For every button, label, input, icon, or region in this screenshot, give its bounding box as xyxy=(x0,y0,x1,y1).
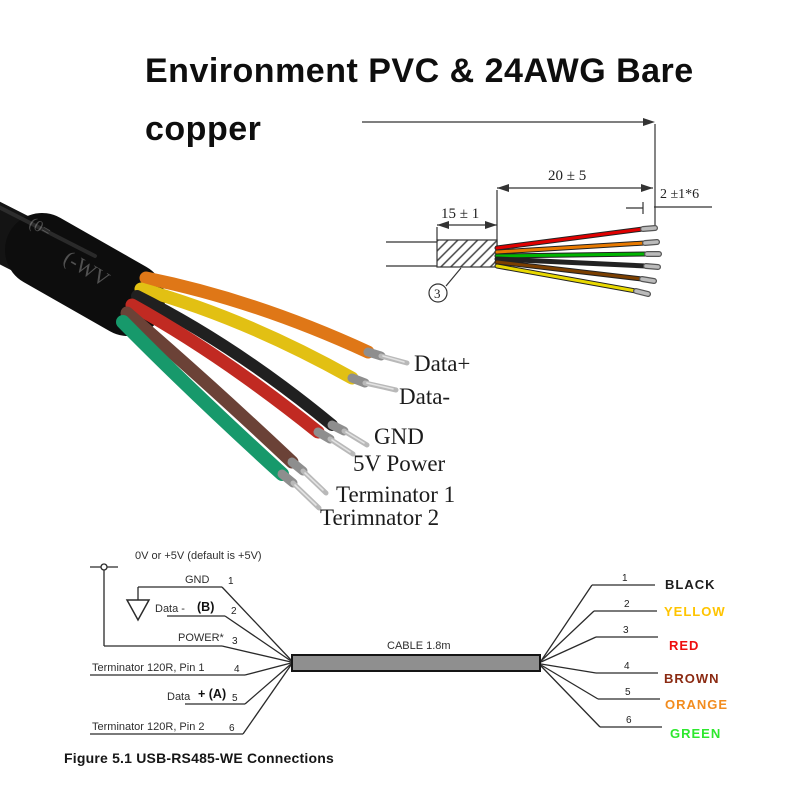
color-name-green: GREEN xyxy=(670,726,722,741)
right-pin-num-6: 6 xyxy=(626,715,632,726)
arrowhead xyxy=(641,184,653,192)
color-name-brown: BROWN xyxy=(664,671,720,686)
left-pin-num-3: 3 xyxy=(232,636,238,647)
dim-strip-label: 20 ± 5 xyxy=(548,168,587,184)
photo-wire-brown xyxy=(120,306,299,469)
left-pin-num-4: 4 xyxy=(234,664,240,675)
right-pin-num-2: 2 xyxy=(624,599,630,610)
left-pin-label-gnd: GND xyxy=(185,574,210,586)
photo-wire-red xyxy=(125,298,325,439)
drawing-wire-green xyxy=(495,252,649,258)
wire-ferrules xyxy=(277,347,410,511)
right-pin-stubs xyxy=(592,584,662,728)
arrowhead xyxy=(485,221,497,229)
wire-label-gnd: GND xyxy=(374,424,424,449)
left-pin-label-data-a-bold: + (A) xyxy=(198,687,227,701)
arrowhead xyxy=(643,118,655,126)
drawing-wire-red xyxy=(495,227,645,250)
photo-wire-orange xyxy=(139,271,375,359)
photo-wire-yellow xyxy=(134,282,359,385)
callout-circle xyxy=(428,283,448,303)
arrowhead xyxy=(437,221,449,229)
connection-schematic xyxy=(90,563,662,735)
cable-sleeve-bulge xyxy=(5,213,165,336)
drawing-wire-yellow xyxy=(495,264,638,293)
wire-label-5v-power: 5V Power xyxy=(353,451,446,476)
left-pin-label-term2: Terminator 120R, Pin 2 xyxy=(92,721,205,733)
drawing-wire-orange xyxy=(495,241,647,254)
left-pin-num-2: 2 xyxy=(231,606,237,617)
arrowhead xyxy=(497,184,509,192)
left-pin-label-data-b: Data - xyxy=(155,603,185,615)
left-pin-num-6: 6 xyxy=(229,723,235,734)
color-name-orange: ORANGE xyxy=(665,697,729,712)
wire-label-terminator1: Terminator 1 xyxy=(336,482,456,507)
drawing-wire-tips xyxy=(633,225,662,297)
dim-jacket-label: 15 ± 1 xyxy=(441,206,480,222)
wire-label-data-plus: Data+ xyxy=(414,351,471,376)
left-pin-label-data-a: Data xyxy=(167,691,191,703)
left-pin-label-term1: Terminator 120R, Pin 1 xyxy=(92,662,205,674)
callout-leader xyxy=(445,267,462,287)
right-pin-num-5: 5 xyxy=(625,687,631,698)
ground-symbol xyxy=(125,599,151,622)
tech-drawing xyxy=(362,118,712,303)
cable-bar xyxy=(291,654,541,672)
right-pin-num-4: 4 xyxy=(624,661,630,672)
cable-photo: (0= (-WV xyxy=(0,201,410,511)
photo-wire-black xyxy=(131,290,338,431)
drawing-wire-black xyxy=(494,256,649,269)
left-pin-label-data-b-bold: (B) xyxy=(197,600,215,614)
sleeve-highlight xyxy=(0,205,97,258)
photo-wire-green xyxy=(116,315,289,481)
cable-length-label: CABLE 1.8m xyxy=(387,640,451,652)
right-pin-num-1: 1 xyxy=(622,573,628,584)
figure-caption: Figure 5.1 USB-RS485-WE Connections xyxy=(64,750,334,766)
drawing-wires xyxy=(494,225,662,297)
wire-label-terminator2: Terimnator 2 xyxy=(320,505,440,530)
left-fan-lines xyxy=(221,586,292,735)
terminal-node xyxy=(100,563,108,571)
right-pin-num-3: 3 xyxy=(623,625,629,636)
color-name-black: BLACK xyxy=(665,577,716,592)
title-line-1: Environment PVC & 24AWG Bare xyxy=(145,52,694,90)
jacket-hatched-section xyxy=(436,239,498,268)
left-pin-num-1: 1 xyxy=(228,576,234,587)
color-name-yellow: YELLOW xyxy=(664,604,726,619)
power-note: 0V or +5V (default is +5V) xyxy=(135,550,262,562)
drawing-wire-brown xyxy=(495,260,644,281)
left-pin-label-power: POWER* xyxy=(178,632,224,644)
left-pin-num-5: 5 xyxy=(232,693,238,704)
wire-label-data-minus: Data- xyxy=(399,384,451,409)
dim-tip-label: 2 ±1*6 xyxy=(660,187,700,202)
color-name-red: RED xyxy=(669,638,700,653)
callout-number: 3 xyxy=(434,286,441,301)
right-fan-lines xyxy=(540,584,601,728)
title-line-2: copper xyxy=(145,110,262,148)
